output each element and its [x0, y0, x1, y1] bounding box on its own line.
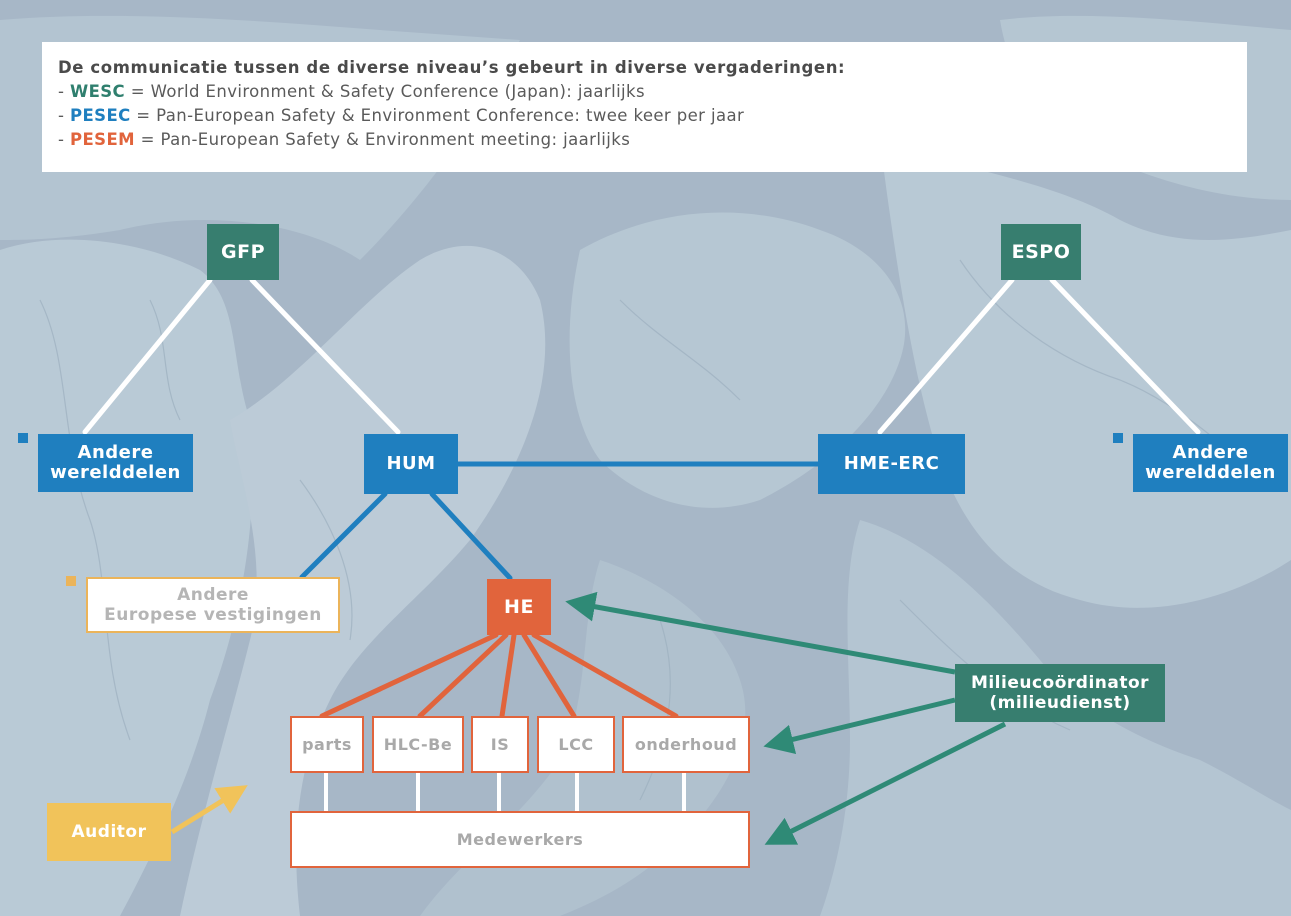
bullet-square-icon [66, 576, 76, 586]
node-andere-right-line2: werelddelen [1145, 462, 1276, 483]
node-hme-erc-label: HME-ERC [843, 453, 940, 474]
legend-text-wesc: = World Environment & Safety Conference … [125, 82, 645, 101]
department-hlc-be-label: HLC-Be [383, 734, 453, 754]
legend-heading: De communicatie tussen de diverse niveau… [58, 58, 846, 77]
department-parts: parts [290, 716, 364, 773]
department-lcc-label: LCC [558, 734, 594, 754]
legend-box: De communicatie tussen de diverse niveau… [42, 42, 1247, 172]
node-andere-europese-line2: Europese vestigingen [104, 605, 322, 625]
node-milieucoordinator: Milieucoördinator (milieudienst) [955, 664, 1165, 722]
node-he: HE [487, 579, 551, 635]
legend-dash: - [58, 106, 70, 125]
node-andere-left-line1: Andere [77, 442, 154, 463]
node-andere-europese-vestigingen: Andere Europese vestigingen [86, 577, 340, 633]
department-is: IS [471, 716, 529, 773]
legend-dash: - [58, 82, 70, 101]
node-andere-right-line1: Andere [1172, 442, 1249, 463]
department-onderhoud-label: onderhoud [634, 734, 738, 754]
legend-item-wesc: - WESC = World Environment & Safety Conf… [58, 80, 1231, 104]
wesc-lines [82, 277, 1201, 435]
node-hum: HUM [364, 434, 458, 494]
node-espo: ESPO [1001, 224, 1081, 280]
node-andere-left-line2: werelddelen [50, 462, 181, 483]
legend-abbr-pesem: PESEM [70, 130, 135, 149]
node-hme-erc: HME-ERC [818, 434, 965, 494]
node-andere-europese-line1: Andere [177, 585, 249, 605]
node-andere-werelddelen-right: Andere werelddelen [1133, 434, 1288, 492]
legend-dash: - [58, 130, 70, 149]
node-milieu-line1: Milieucoördinator [970, 673, 1150, 693]
node-milieu-line2: (milieudienst) [989, 693, 1131, 713]
milieu-arrows [565, 591, 1007, 845]
legend-item-pesec: - PESEC = Pan-European Safety & Environm… [58, 104, 1231, 128]
legend-text-pesec: = Pan-European Safety & Environment Conf… [130, 106, 745, 125]
node-andere-werelddelen-left: Andere werelddelen [38, 434, 193, 492]
department-hlc-be: HLC-Be [372, 716, 464, 773]
node-gfp: GFP [207, 224, 279, 280]
legend-text-pesem: = Pan-European Safety & Environment meet… [134, 130, 631, 149]
node-he-label: HE [504, 596, 534, 618]
node-medewerkers-label: Medewerkers [456, 829, 584, 849]
legend-item-pesem: - PESEM = Pan-European Safety & Environm… [58, 128, 1231, 152]
node-espo-label: ESPO [1011, 241, 1071, 263]
legend-abbr-wesc: WESC [70, 82, 126, 101]
bullet-square-icon [1113, 433, 1123, 443]
node-auditor: Auditor [47, 803, 171, 861]
pesem-lines [319, 632, 679, 719]
department-lcc: LCC [537, 716, 615, 773]
department-is-label: IS [490, 734, 510, 754]
bullet-square-icon [18, 433, 28, 443]
node-medewerkers: Medewerkers [290, 811, 750, 868]
node-gfp-label: GFP [221, 241, 265, 263]
pesec-lines [299, 461, 823, 581]
node-auditor-label: Auditor [71, 822, 147, 842]
auditor-arrow [170, 785, 248, 835]
department-connectors [324, 773, 686, 812]
department-onderhoud: onderhoud [622, 716, 750, 773]
node-hum-label: HUM [386, 453, 436, 474]
legend-abbr-pesec: PESEC [70, 106, 131, 125]
department-parts-label: parts [302, 734, 352, 754]
